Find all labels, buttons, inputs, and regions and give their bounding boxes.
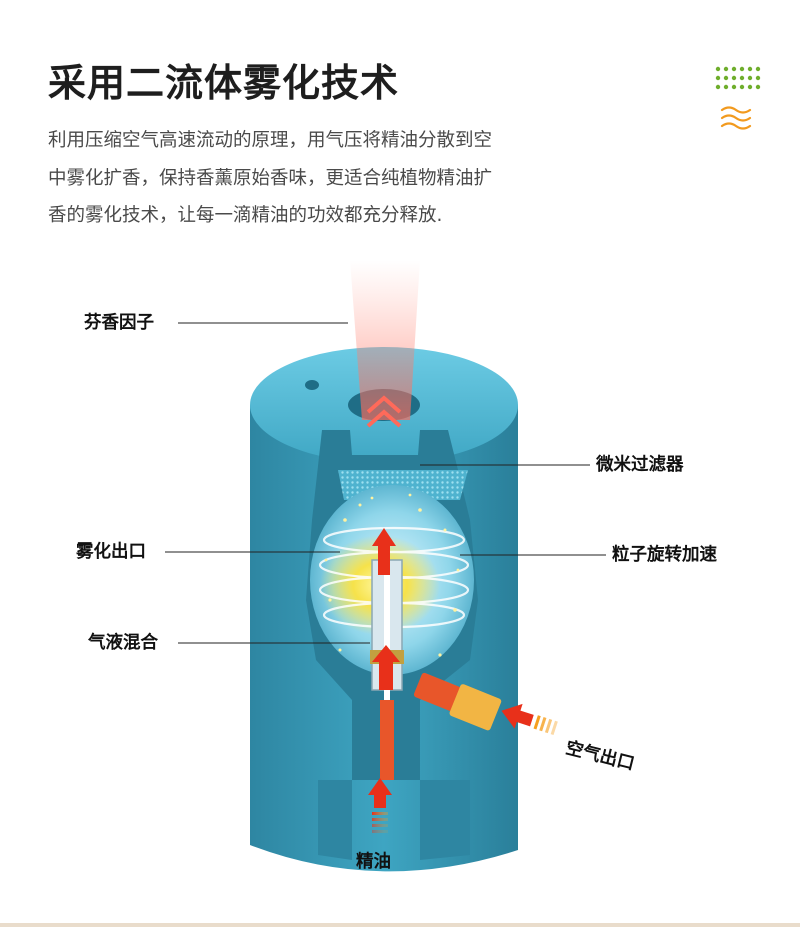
label-atomize-outlet: 雾化出口 [76,542,146,562]
label-aroma-factor: 芬香因子 [84,313,154,333]
label-essential-oil: 精油 [356,852,391,872]
label-particle-spin: 粒子旋转加速 [612,545,717,565]
bottom-divider [0,923,800,927]
label-micro-filter: 微米过滤器 [596,455,684,475]
label-gas-liquid-mix: 气液混合 [88,633,158,653]
